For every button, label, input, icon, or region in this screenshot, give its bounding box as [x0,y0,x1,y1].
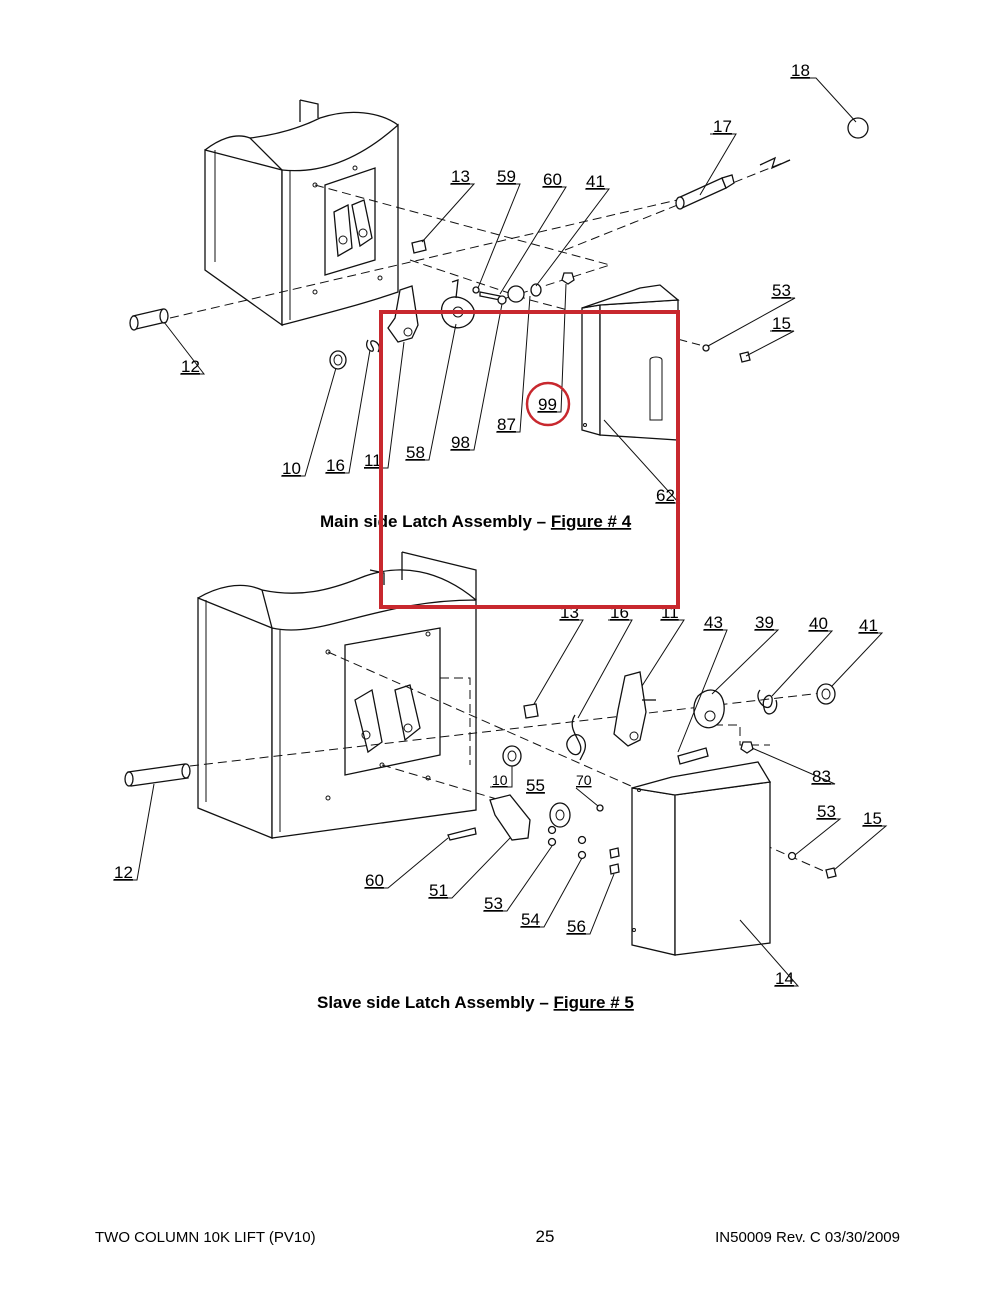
cover-14-slave [631,761,772,956]
nut-99 [561,272,575,285]
bushing-10 [329,350,347,370]
label-41: 41 [586,172,605,191]
label-12-slave: 12 [114,863,133,882]
label-16: 16 [326,456,345,475]
label-60-slave: 60 [365,871,384,890]
label-15-slave: 15 [863,809,882,828]
pin-12-slave [124,763,191,787]
label-11: 11 [364,451,382,470]
label-98: 98 [451,433,470,452]
cover-62 [581,284,680,441]
label-15: 15 [772,314,791,333]
pin-13 [411,239,427,254]
bushing-41-slave [816,683,836,705]
spring-40-slave [757,689,778,715]
slave-column-housing [197,551,477,839]
label-58: 58 [406,443,425,462]
figure-4-diagram [129,99,869,441]
footer-page-number: 25 [536,1227,555,1246]
label-12: 12 [181,357,200,376]
nut-54-slave-b [577,850,587,860]
spring-16-slave [566,714,586,761]
label-59: 59 [497,167,516,186]
label-54-slave: 54 [521,910,540,929]
label-53: 53 [772,281,791,300]
figure-5-caption-text: Slave side Latch Assembly – [317,993,554,1012]
label-83-slave: 83 [812,767,831,786]
main-column-housing [204,99,399,327]
washer-41 [530,283,542,297]
label-39-slave: 39 [755,613,774,632]
screw-15 [739,351,751,363]
label-55-slave: 55 [526,776,545,795]
figure-5-labels: 13 16 11 43 39 40 41 83 53 15 12 10 55 7… [114,603,882,988]
label-10-slave: 10 [492,772,508,788]
label-53-slave-bottom: 53 [484,894,503,913]
label-60: 60 [543,170,562,189]
nut-53 [702,344,710,352]
figure-4-caption-number: Figure # 4 [551,512,632,531]
screw-15-slave [825,867,837,879]
label-10: 10 [282,459,301,478]
label-62: 62 [656,486,675,505]
highlight-box [379,310,680,609]
figure-5-caption-number: Figure # 5 [554,993,634,1012]
nut-53-slave-b [547,837,557,847]
bolt-60-slave [447,827,477,841]
label-56-slave: 56 [567,917,586,936]
roller-55-slave [549,802,571,828]
figure-5-diagram [124,551,837,956]
figure-4-caption: Main side Latch Assembly – Figure # 4 [320,512,632,531]
label-99: 99 [538,395,557,414]
nut-59 [472,286,480,294]
screw-56-slave-b [609,863,620,875]
rod-17 [675,174,735,210]
latch-11-slave [613,671,647,747]
figure-5-caption: Slave side Latch Assembly – Figure # 5 [317,993,634,1012]
label-43-slave: 43 [704,613,723,632]
bracket-51-slave [489,794,531,841]
screw-56-slave-a [609,847,620,859]
nut-54-slave [577,835,587,845]
label-53-slave-right: 53 [817,802,836,821]
pin-12 [129,308,169,331]
label-18: 18 [791,61,810,80]
nut-53-slave-a [547,825,557,835]
bolt-60 [479,291,501,301]
footer-left: TWO COLUMN 10K LIFT (PV10) [95,1229,316,1246]
label-70-slave: 70 [576,772,592,788]
figure-4-leaders [163,77,857,504]
figure-4-labels: 18 17 13 59 60 41 53 15 12 10 16 11 58 9… [181,61,810,505]
label-40-slave: 40 [809,614,828,633]
knob-18 [847,117,869,139]
pin-13-slave [523,703,539,719]
figure-5-leaders [113,619,888,987]
highlight-circle-99 [525,381,571,427]
spring-16 [366,339,380,353]
footer-right: IN50009 Rev. C 03/30/2009 [715,1229,900,1246]
nut-70-slave [596,804,604,812]
label-17: 17 [713,117,732,136]
bushing-10-slave [502,745,522,767]
label-13: 13 [451,167,470,186]
cam-39-slave [693,689,725,729]
nut-53-slave-c [787,851,797,861]
label-51-slave: 51 [429,881,448,900]
figure-4-caption-text: Main side Latch Assembly – [320,512,551,531]
label-14-slave: 14 [775,969,794,988]
nut-83-slave [740,741,754,754]
washer-98 [497,295,507,305]
bolt-43-slave [677,747,709,765]
bushing-87 [507,285,525,303]
label-87: 87 [497,415,516,434]
label-41-slave: 41 [859,616,878,635]
